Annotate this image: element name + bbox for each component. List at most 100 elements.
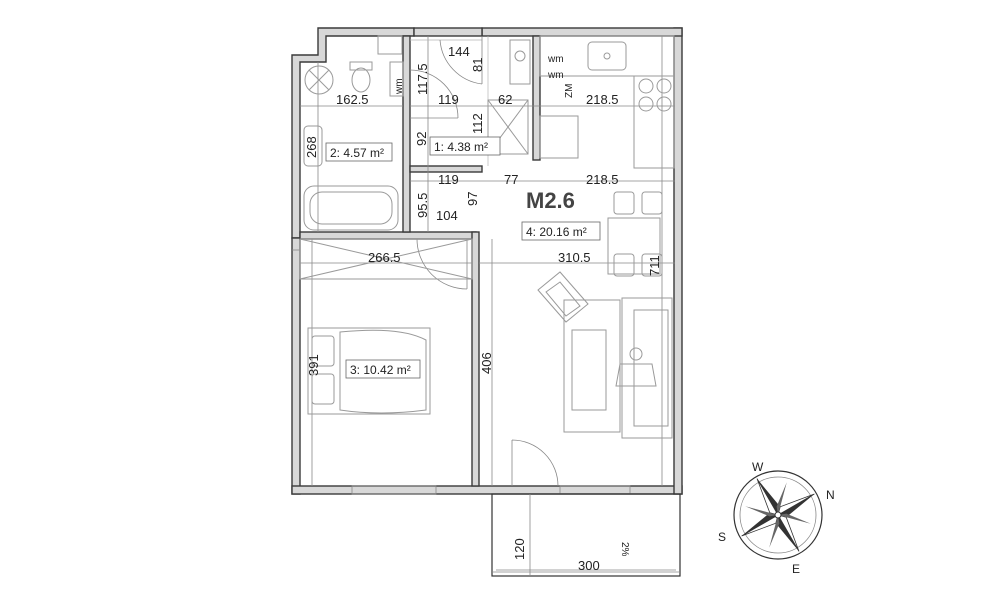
wall-left (291, 237, 301, 495)
dim-218-5-mid: 218.5 (586, 172, 619, 187)
pillow-1 (311, 335, 335, 367)
dim-112: 112 (470, 113, 485, 134)
compass-e: E (792, 562, 800, 576)
dim-119-top: 119 (438, 92, 459, 107)
fixture-labels: wm wm wm ZM 2% (394, 54, 630, 557)
dim-77: 77 (504, 172, 518, 187)
room-2-box (325, 142, 393, 162)
wm-symbol (514, 50, 526, 62)
compass-center (774, 511, 782, 519)
dim-97: 97 (465, 192, 480, 206)
wall-hall-closet (409, 165, 483, 173)
dim-120: 120 (512, 538, 527, 560)
windows (292, 249, 631, 495)
wall-bed-living (471, 231, 480, 487)
walls (291, 27, 683, 495)
room-4-box (521, 221, 601, 241)
dim-144: 144 (448, 44, 470, 59)
dim-406: 406 (479, 352, 494, 374)
chair-1 (613, 191, 635, 215)
door-bathroom (409, 69, 459, 119)
person-body (615, 363, 657, 387)
dim-310-5: 310.5 (558, 250, 591, 265)
compass-n: N (826, 488, 835, 502)
shelf-wm (377, 35, 403, 55)
sofa (621, 297, 673, 439)
dim-218-5-top: 218.5 (586, 92, 619, 107)
kitchen-low-cabinet (539, 115, 579, 159)
bathtub-inner (309, 191, 393, 225)
dim-92: 92 (414, 132, 429, 146)
compass-w: W (752, 460, 764, 474)
label-wm-3: wm (394, 78, 405, 95)
shower-drain (304, 65, 334, 95)
bed (307, 327, 431, 415)
compass-inner-ring (739, 476, 817, 554)
room-1-box (429, 136, 501, 156)
sink (587, 41, 627, 71)
balcony-outline (491, 493, 681, 577)
hob-2 (656, 78, 672, 94)
sink-drain (603, 52, 611, 60)
wall-bottom (291, 485, 683, 495)
hob-4 (656, 96, 672, 112)
living-furniture (537, 271, 673, 439)
wall-bath-hall (402, 35, 411, 233)
compass-rose-icon (741, 478, 815, 552)
room-4-label: 4: 20.16 m² (526, 225, 587, 239)
dimension-labels: 144 117.5 81 162.5 119 62 218.5 268 92 1… (304, 44, 662, 573)
closet (487, 99, 529, 155)
chair-2 (641, 191, 663, 215)
dim-266-5: 266.5 (368, 250, 401, 265)
armchair (537, 271, 589, 323)
toilet-bowl (351, 67, 371, 93)
washbasin (303, 125, 323, 167)
dim-95-5: 95.5 (415, 193, 430, 218)
pillow-2 (311, 373, 335, 405)
dimension-lines (300, 36, 680, 576)
unit-title: M2.6 (526, 188, 575, 213)
compass-outer-ring (733, 470, 823, 560)
hob-3 (638, 96, 654, 112)
wall-top-hall (413, 27, 483, 37)
dim-268: 268 (304, 136, 319, 158)
door-entrance (511, 439, 559, 487)
kitchen-counter-side (633, 75, 675, 169)
dim-104: 104 (436, 208, 458, 223)
dining (607, 191, 663, 277)
armchair-inner (545, 281, 581, 317)
compass: N S E W (718, 460, 835, 576)
label-zm: ZM (564, 84, 575, 98)
room-labels: 2: 4.57 m² 1: 4.38 m² 3: 10.42 m² 4: 20.… (325, 136, 601, 379)
door-bedroom (416, 238, 468, 290)
bathroom-fixtures (303, 35, 404, 231)
door-hall (439, 36, 483, 85)
wall-top-right (481, 27, 683, 37)
wm-box-kitchen (509, 39, 531, 85)
wardrobe-x2 (299, 238, 473, 280)
wall-right (673, 27, 683, 495)
wardrobe (299, 238, 473, 280)
dim-711: 711 (647, 255, 662, 276)
toilet-tank (349, 61, 373, 71)
dim-117-5: 117.5 (415, 63, 430, 95)
doors (409, 36, 559, 487)
window-bedroom (351, 485, 437, 495)
bed-sheet (339, 329, 427, 414)
balcony (491, 493, 681, 577)
wall-kitchen-niche (532, 35, 541, 161)
wall-bath-bed (299, 231, 477, 240)
coffee-table (571, 329, 607, 411)
room-2-label: 2: 4.57 m² (330, 146, 384, 160)
dim-391: 391 (306, 354, 321, 376)
shower-line-2 (308, 69, 330, 91)
label-wm-1: wm (547, 54, 564, 65)
bathtub (303, 185, 399, 231)
chair-4 (641, 253, 663, 277)
dim-300: 300 (578, 558, 600, 573)
dim-162-5: 162.5 (336, 92, 369, 107)
room-3-box (345, 359, 421, 379)
label-slope: 2% (619, 542, 630, 557)
label-wm-2: wm (547, 70, 564, 81)
